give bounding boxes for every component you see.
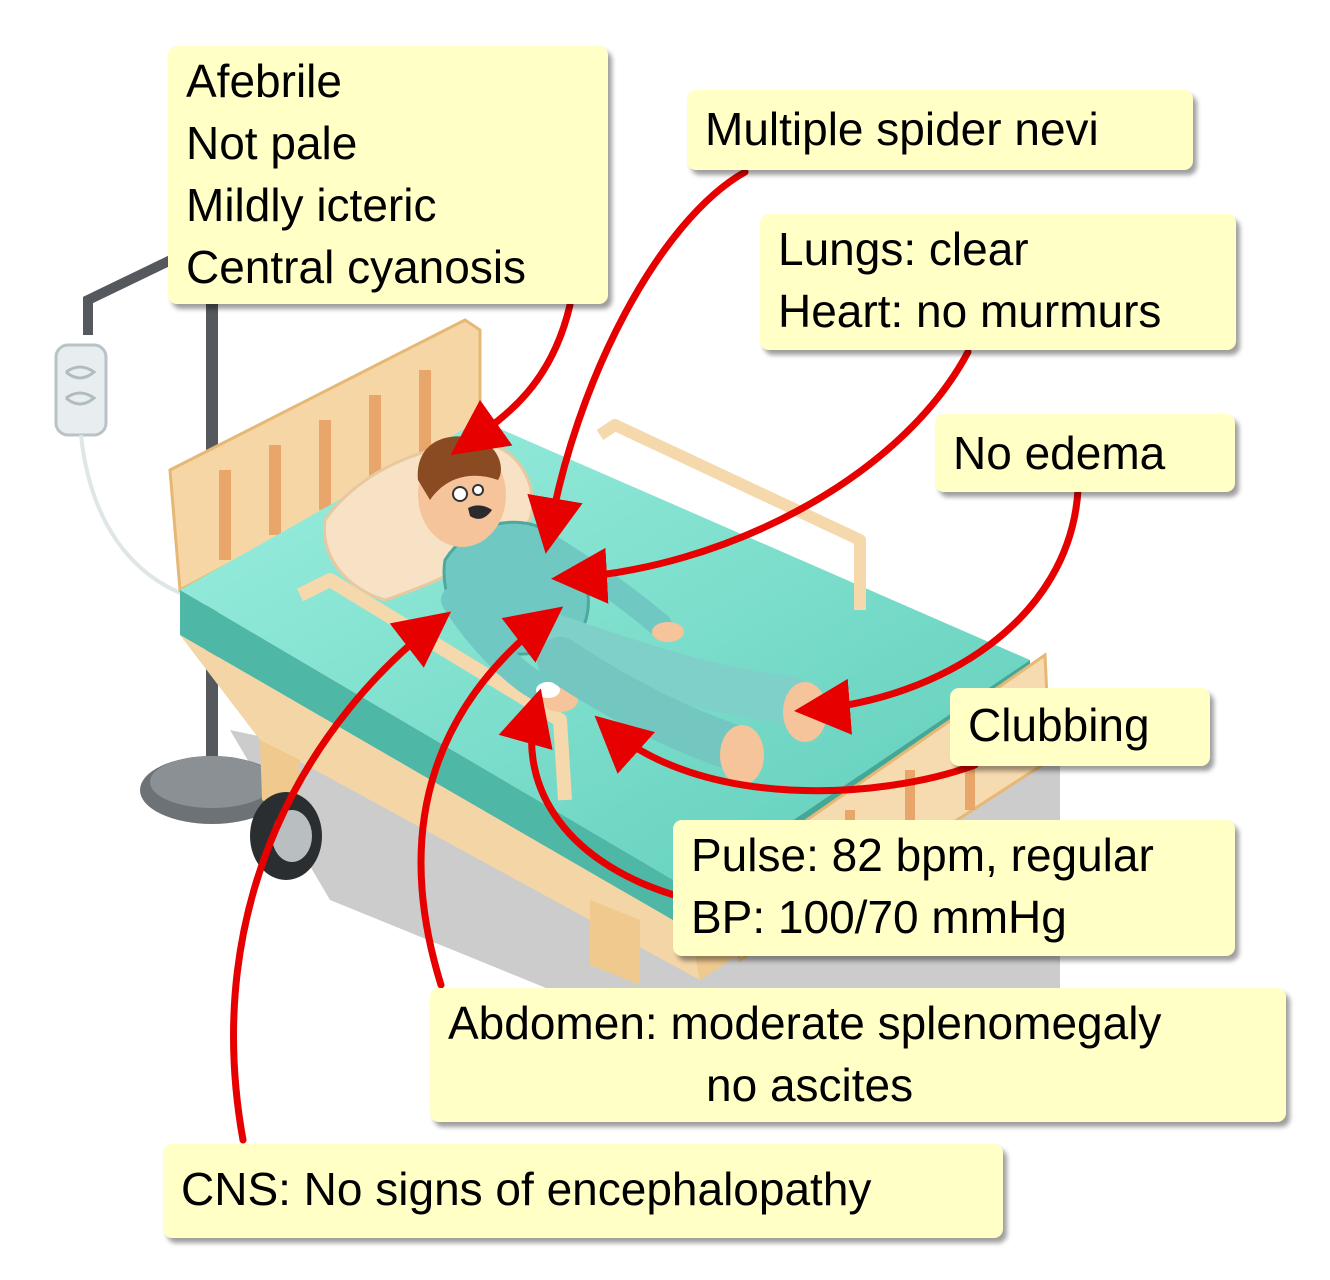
arrow-clubbing bbox=[594, 715, 979, 795]
callout-text-pulse: Pulse: 82 bpm, regular bbox=[691, 829, 1154, 881]
arrows bbox=[230, 168, 1082, 1144]
callout-text-splenomegaly: Abdomen: moderate splenomegaly bbox=[448, 997, 1162, 1049]
callout-text-icteric: Mildly icteric bbox=[186, 179, 437, 231]
callout-spider-nevi: Multiple spider nevi bbox=[687, 90, 1193, 170]
arrow-edema bbox=[794, 486, 1082, 735]
callout-text-cns: CNS: No signs of encephalopathy bbox=[181, 1163, 872, 1215]
callout-text-bp: BP: 100/70 mmHg bbox=[691, 891, 1067, 943]
arrow-cns bbox=[230, 611, 452, 1144]
callout-text-ascites: no ascites bbox=[706, 1059, 914, 1111]
callout-abdomen: Abdomen: moderate splenomegaly no ascite… bbox=[430, 988, 1286, 1122]
callout-chest: Lungs: clear Heart: no murmurs bbox=[760, 214, 1236, 350]
bed-headboard bbox=[168, 318, 482, 593]
callout-vitals: Pulse: 82 bpm, regular BP: 100/70 mmHg bbox=[673, 820, 1235, 956]
callout-cns: CNS: No signs of encephalopathy bbox=[163, 1144, 1003, 1238]
arrow-abdomen bbox=[417, 606, 564, 989]
arrow-vitals bbox=[498, 688, 678, 899]
callout-text-not-pale: Not pale bbox=[186, 117, 358, 169]
arrow-spider bbox=[527, 168, 749, 554]
callout-clubbing: Clubbing bbox=[950, 688, 1210, 766]
callout-text-spider-nevi: Multiple spider nevi bbox=[705, 103, 1099, 155]
callout-text-afebrile: Afebrile bbox=[186, 55, 342, 107]
callout-general-appearance: Afebrile Not pale Mildly icteric Central… bbox=[168, 46, 608, 304]
callout-text-cyanosis: Central cyanosis bbox=[186, 241, 527, 293]
callout-text-lungs: Lungs: clear bbox=[778, 223, 1029, 275]
callout-text-heart: Heart: no murmurs bbox=[778, 285, 1162, 337]
callout-edema: No edema bbox=[935, 414, 1235, 492]
arrow-general bbox=[450, 301, 574, 456]
callout-text-edema: No edema bbox=[953, 427, 1166, 479]
callout-text-clubbing: Clubbing bbox=[968, 699, 1150, 751]
arrow-chest bbox=[551, 348, 972, 604]
